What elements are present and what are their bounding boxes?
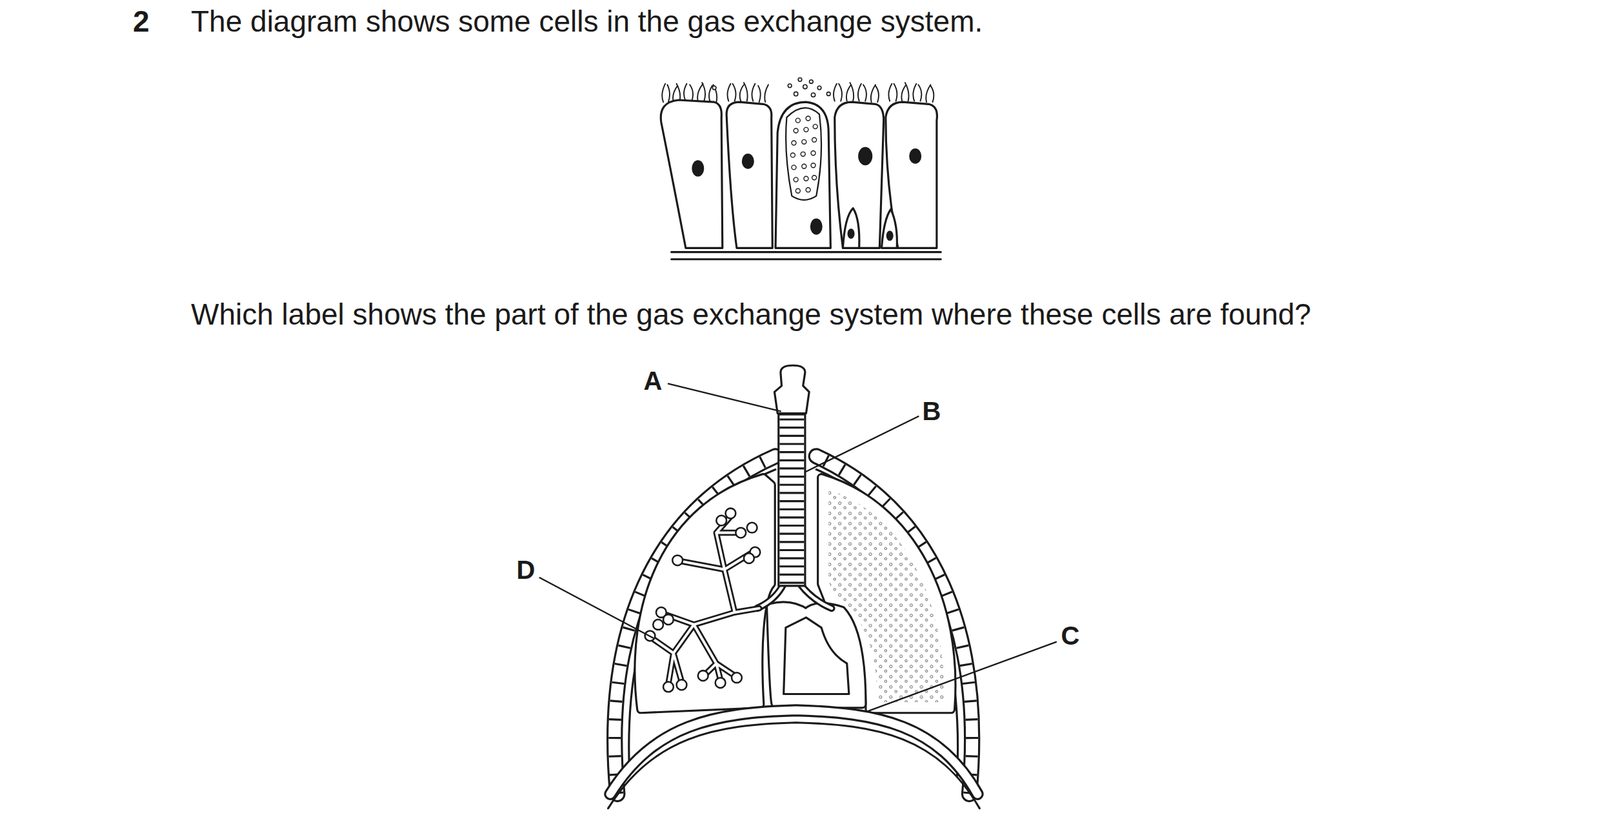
- lungs-illustration: [608, 365, 980, 808]
- callout-letter: B: [922, 398, 942, 424]
- callout-letter: A: [643, 367, 663, 394]
- epithelium-cells: [660, 78, 941, 260]
- question-text: The diagram shows some cells in the gas …: [190, 6, 983, 37]
- question-number: 2: [132, 6, 150, 37]
- question-text: Which label shows the part of the gas ex…: [190, 299, 1311, 330]
- callout-letter: D: [516, 556, 536, 583]
- leader-lines: [540, 383, 1057, 712]
- callout-letter: C: [1061, 622, 1080, 649]
